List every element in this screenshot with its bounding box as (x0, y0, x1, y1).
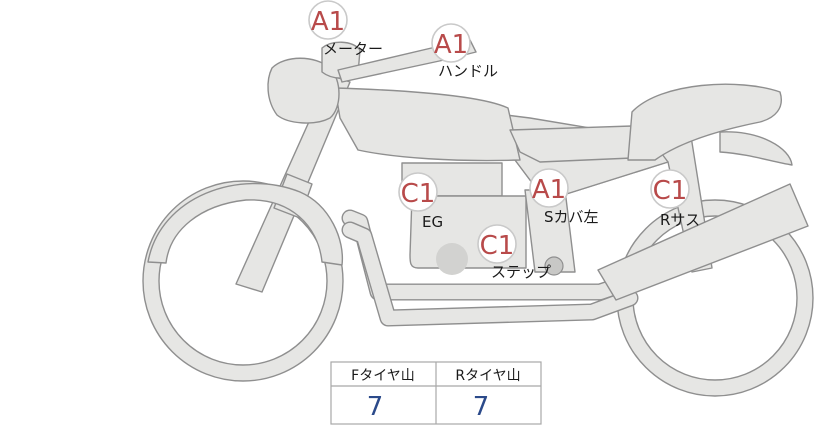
muffler (597, 183, 809, 301)
rear-suspension-grade: C1 (653, 176, 688, 206)
front-tire-value: 7 (367, 392, 384, 422)
step-grade: C1 (480, 231, 515, 261)
front-tire-header: Fタイヤ山 (351, 368, 415, 384)
handle-grade: A1 (434, 30, 468, 60)
motorcycle-illustration (142, 39, 814, 397)
rear-fender (719, 131, 793, 166)
rear-suspension-label: Rサス (660, 211, 700, 229)
side-cover-label: Sカバ左 (544, 208, 599, 226)
rear-tire-header: Rタイヤ山 (455, 368, 520, 384)
engine-label: EG (422, 213, 443, 231)
rear-suspension-marker: C1 Rサス (650, 169, 700, 229)
meter-grade: A1 (311, 7, 345, 37)
engine-grade: C1 (401, 179, 436, 209)
engine-marker: C1 EG (398, 172, 443, 231)
engine-cover (436, 243, 468, 275)
side-cover-shape (509, 125, 633, 163)
fuel-tank (334, 87, 521, 162)
step-marker: C1 ステップ (477, 224, 551, 281)
meter-marker: A1 メーター (308, 0, 383, 58)
side-cover-marker: A1 Sカバ左 (529, 168, 599, 226)
rear-tire-value: 7 (473, 392, 490, 422)
tire-table: Fタイヤ山 Rタイヤ山 7 7 (330, 361, 542, 425)
side-cover-grade: A1 (532, 175, 566, 205)
step-label: ステップ (491, 263, 551, 281)
step-peg (544, 256, 564, 276)
headlight (267, 57, 340, 124)
handle-marker: A1 ハンドル (431, 23, 498, 80)
meter-label: メーター (323, 40, 383, 58)
handle-label: ハンドル (438, 62, 498, 80)
front-fender (147, 182, 344, 266)
seat (627, 83, 782, 161)
